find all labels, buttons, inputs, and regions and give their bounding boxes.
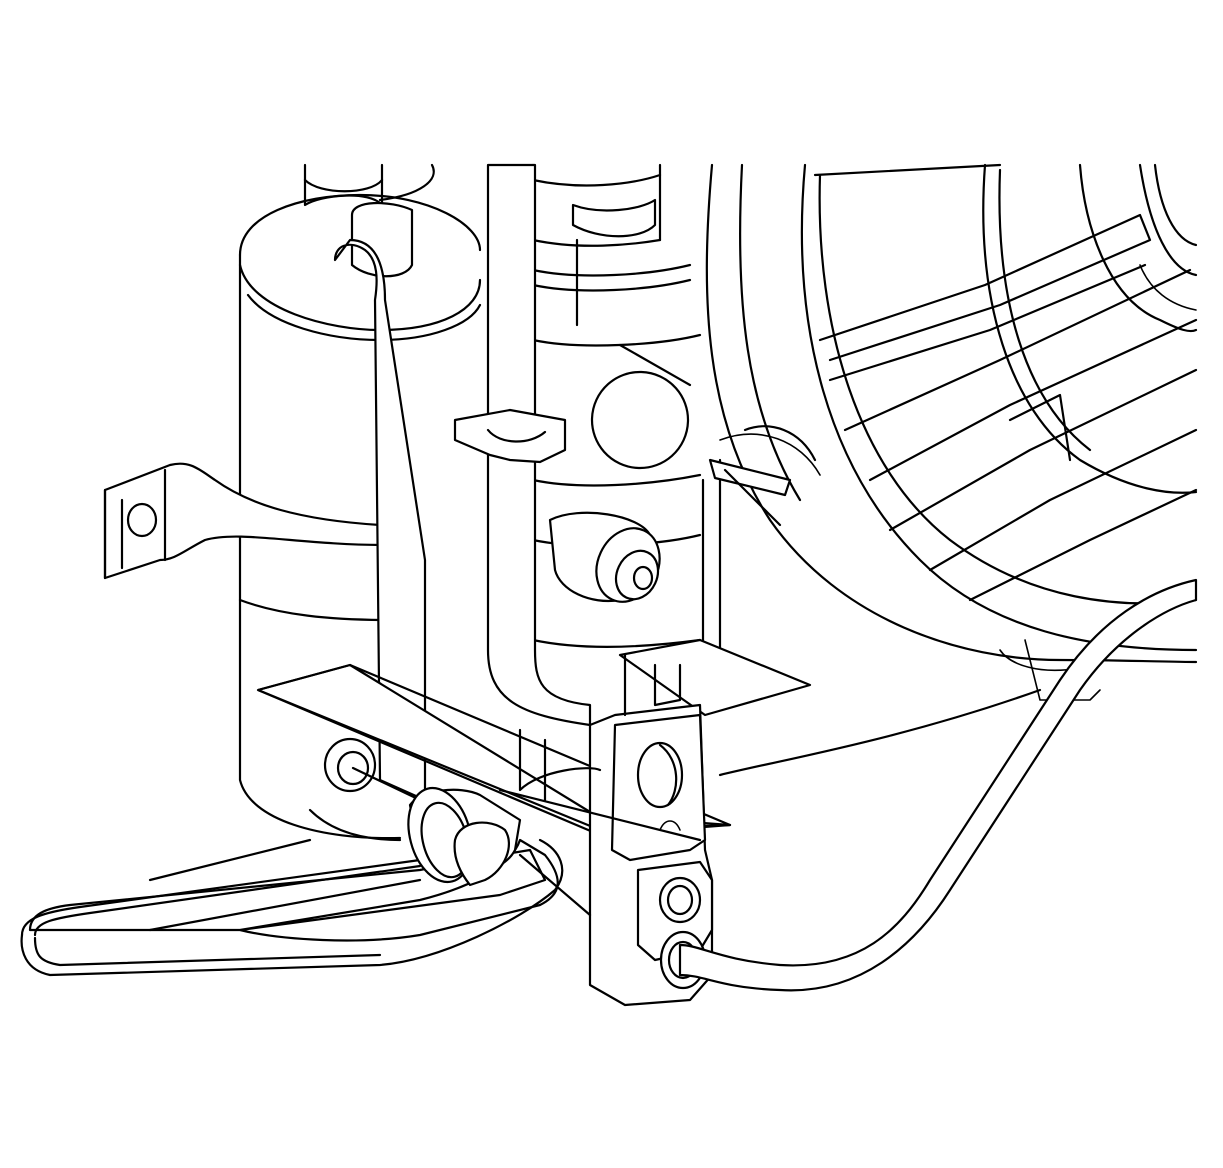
frame-lines (498, 688, 1042, 917)
vertical-line-right (453, 163, 592, 727)
small-fitting-left (323, 737, 422, 802)
hairpin-line (20, 786, 564, 977)
accumulator-bracket (103, 462, 387, 580)
hose-canister-top (333, 201, 427, 802)
lower-sweep-line (678, 578, 1198, 992)
tube-outlet (590, 343, 692, 470)
fan-blades (818, 213, 1198, 701)
fan-shroud (705, 163, 1198, 664)
shroud-clip (708, 425, 821, 527)
pressure-switch (548, 511, 661, 603)
